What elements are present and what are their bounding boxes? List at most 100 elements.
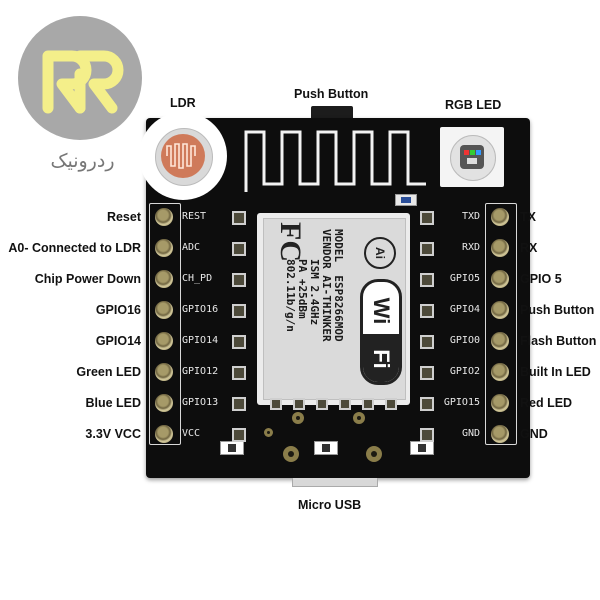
model-line: MODEL ESP8266MOD (332, 229, 345, 342)
right-pin-silk: GPIO2 (449, 366, 480, 377)
right-header-pin (491, 425, 509, 443)
right-pin-label: TX (520, 210, 536, 224)
right-pin-silk: GPIO15 (443, 397, 480, 408)
rgb-led-label: RGB LED (445, 98, 502, 112)
right-pin-silk: GPIO0 (449, 335, 480, 346)
wifi-logo-bottom: Fi (369, 349, 394, 369)
vendor-line: VENDOR AI-THINKER (320, 229, 333, 342)
left-module-pad (232, 428, 246, 442)
right-module-pad (420, 397, 434, 411)
left-pin-label: Chip Power Down (34, 272, 141, 286)
usb-pad-right (353, 412, 365, 424)
right-module-pad (420, 366, 434, 380)
standard-line: 802.11b/g/n (284, 259, 297, 332)
left-module-pad (232, 273, 246, 287)
right-header-pin (491, 301, 509, 319)
right-pin-header (485, 203, 517, 445)
left-header-pin (155, 208, 173, 226)
left-module-pad (232, 211, 246, 225)
right-pin-label: Red LED (520, 396, 573, 410)
right-module-pad (420, 428, 434, 442)
pcb-antenna (244, 130, 426, 192)
left-header-pin (155, 270, 173, 288)
right-pin-silk: GPIO4 (449, 304, 480, 315)
fcc-mark: FC (274, 222, 307, 262)
left-header-pin (155, 239, 173, 257)
usb-pad-left (292, 412, 304, 424)
right-header-pin (491, 332, 509, 350)
left-header-pin (155, 425, 173, 443)
ai-logo-text: Ai (373, 247, 387, 259)
smd-resistor-left (220, 441, 244, 455)
right-header-pin (491, 270, 509, 288)
mount-hole-left (283, 446, 299, 462)
right-header-pin (491, 363, 509, 381)
left-module-pad (232, 242, 246, 256)
small-led-component (395, 194, 417, 206)
esp8266-module: FC MODEL ESP8266MOD VENDOR AI-THINKER IS… (257, 213, 410, 405)
right-pin-label: RX (520, 241, 538, 255)
left-pin-label: Green LED (76, 365, 141, 379)
right-pin-label: GND (520, 427, 548, 441)
ai-thinker-logo: Ai (364, 237, 396, 269)
left-pin-label: 3.3V VCC (85, 427, 141, 441)
mount-hole-right (366, 446, 382, 462)
left-module-pad (232, 304, 246, 318)
left-module-pad (232, 397, 246, 411)
left-header-pin (155, 363, 173, 381)
left-pin-label: GPIO14 (95, 334, 141, 348)
right-module-pad (420, 304, 434, 318)
brand-logo (18, 16, 142, 140)
right-module-pad (420, 335, 434, 349)
bottom-module-pad (362, 398, 374, 410)
right-header-pin (491, 239, 509, 257)
wifi-logo: Wi Fi (360, 279, 402, 385)
right-module-pad (420, 242, 434, 256)
right-pin-silk: RXD (461, 242, 480, 253)
right-pin-label: Flash Button (520, 334, 597, 348)
smd-resistor-right (410, 441, 434, 455)
left-pin-label: A0- Connected to LDR (8, 241, 141, 255)
right-pin-label: GPIO 5 (520, 272, 562, 286)
bottom-module-pad (316, 398, 328, 410)
right-pin-silk: GPIO5 (449, 273, 480, 284)
left-pin-label: Blue LED (85, 396, 141, 410)
ldr-serpentine-icon (166, 143, 196, 169)
bottom-module-pad (270, 398, 282, 410)
right-header-pin (491, 208, 509, 226)
left-pin-silk: ADC (182, 242, 201, 253)
right-pin-silk: GND (461, 428, 480, 439)
smd-resistor-center (314, 441, 338, 455)
left-pin-header (149, 203, 181, 445)
left-pin-label: Reset (106, 210, 141, 224)
ism-line: ISM 2.4GHz (308, 259, 321, 326)
right-pin-label: Push Button (520, 303, 595, 317)
left-pin-silk: VCC (182, 428, 201, 439)
left-header-pin (155, 301, 173, 319)
left-module-pad (232, 366, 246, 380)
bottom-module-pad (293, 398, 305, 410)
bottom-module-pad (339, 398, 351, 410)
right-header-pin (491, 394, 509, 412)
rgb-led (440, 127, 504, 187)
left-pin-silk: GPIO16 (182, 304, 219, 315)
left-header-pin (155, 332, 173, 350)
left-pin-silk: CH_PD (182, 273, 213, 284)
left-pin-silk: GPIO14 (182, 335, 219, 346)
left-pin-silk: GPIO12 (182, 366, 219, 377)
left-header-pin (155, 394, 173, 412)
rr-logo-mark (42, 50, 124, 114)
right-module-pad (420, 211, 434, 225)
via-small (264, 428, 273, 437)
module-shield: FC MODEL ESP8266MOD VENDOR AI-THINKER IS… (263, 218, 406, 400)
bottom-module-pad (385, 398, 397, 410)
left-pin-silk: GPIO13 (182, 397, 219, 408)
pa-line: PA +25dBm (296, 259, 309, 319)
wifi-logo-top: Wi (369, 297, 394, 325)
ldr-label: LDR (170, 96, 196, 110)
right-pin-silk: TXD (461, 211, 480, 222)
left-pin-silk: REST (182, 211, 207, 222)
right-pin-label: Built In LED (520, 365, 591, 379)
micro-usb-port (292, 478, 378, 487)
left-pin-label: GPIO16 (95, 303, 141, 317)
